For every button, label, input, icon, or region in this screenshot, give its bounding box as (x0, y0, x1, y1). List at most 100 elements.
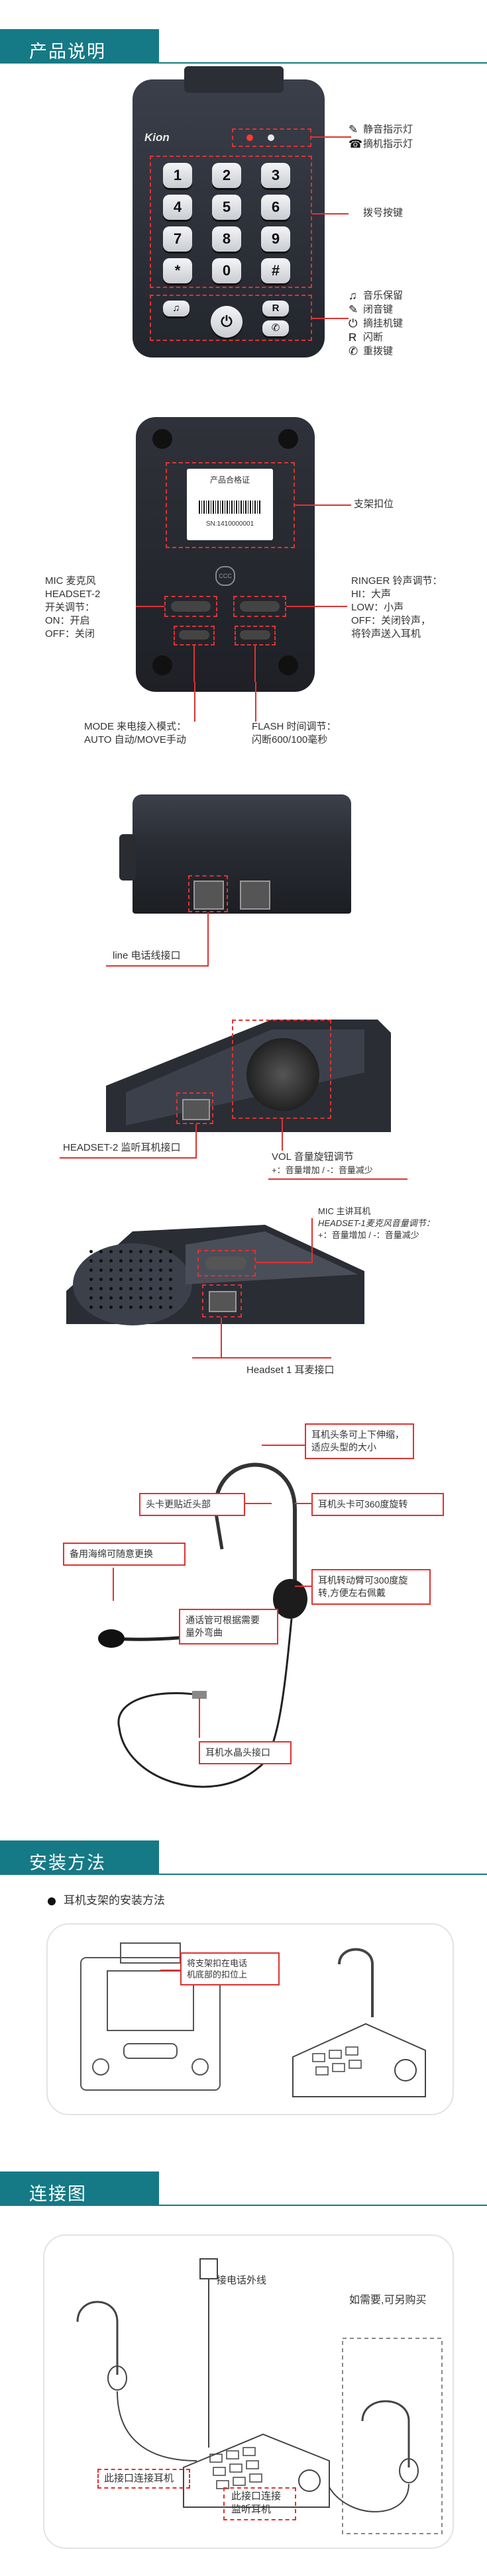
keypad-key-8[interactable]: 8 (212, 226, 241, 252)
bracket-highlight-box (166, 462, 295, 548)
grill-hole (159, 1250, 162, 1253)
header-bar (0, 1840, 159, 1875)
grill-hole (119, 1259, 123, 1263)
headset-drawing (98, 1462, 307, 1788)
keypad-key-9[interactable]: 9 (261, 226, 290, 252)
grill-hole (169, 1296, 172, 1300)
grill-hole (149, 1287, 152, 1290)
grill-hole (149, 1250, 152, 1253)
power-icon: ⏻ (349, 317, 358, 330)
hook-key[interactable]: ⏻ (211, 306, 243, 338)
grill-hole (99, 1306, 103, 1309)
headset-port (240, 881, 270, 910)
keypad-key-hash[interactable]: # (261, 258, 290, 283)
grill-hole (129, 1306, 133, 1309)
keypad-key-star[interactable]: * (163, 258, 192, 283)
grill-hole (169, 1287, 172, 1290)
grill-hole (129, 1296, 133, 1300)
grill-hole (129, 1259, 133, 1263)
band-leader (262, 1445, 305, 1446)
dial-keys-box (150, 156, 312, 288)
mic-switch-line: 开关调节： (45, 602, 95, 613)
ringer-switch (240, 601, 280, 612)
label-bracket: 支架扣位 (354, 499, 394, 510)
label-port2: 此接口连接 (231, 2491, 282, 2502)
rubber-foot (278, 655, 298, 675)
keypad-key-7[interactable]: 7 (163, 226, 192, 252)
grill-hole (99, 1287, 103, 1290)
keypad-key-2[interactable]: 2 (212, 163, 241, 188)
header-underline (159, 1874, 487, 1875)
callout-line: 耳机头条可上下伸缩， (311, 1429, 404, 1440)
grill-hole (119, 1287, 123, 1290)
function-leader-line (312, 318, 349, 319)
keypad-key-0[interactable]: 0 (212, 258, 241, 283)
grill-hole (139, 1287, 142, 1290)
grill-hole (89, 1250, 93, 1253)
mode-label: MODE 来电接入模式： (84, 721, 187, 732)
music-note-icon: ♫ (349, 289, 357, 302)
volume-knob-side (119, 834, 136, 881)
line-port (193, 881, 224, 910)
keypad-key-1[interactable]: 1 (163, 163, 192, 188)
grill-hole (99, 1259, 103, 1263)
flash-leader-line (254, 645, 256, 682)
crystal-leader (199, 1698, 200, 1738)
grill-hole (89, 1296, 93, 1300)
grill-hole (109, 1306, 113, 1309)
grill-hole (109, 1287, 113, 1290)
serial-number: SN:1410000001 (205, 520, 254, 528)
mic-mute-icon: ✎ (349, 123, 358, 136)
mode-leader-vertical (194, 682, 195, 722)
label-vol: VOL 音量旋钮调节 (272, 1151, 354, 1163)
keypad-key-6[interactable]: 6 (261, 195, 290, 220)
ringer-line: RINGER 铃声调节： (351, 575, 443, 587)
function-keys-box (150, 295, 312, 341)
mic-volume-box (197, 1250, 256, 1276)
grill-hole (119, 1250, 123, 1253)
label-headset1-port: Headset 1 耳麦接口 (246, 1364, 335, 1376)
grill-hole (159, 1287, 162, 1290)
rotate360-leader (295, 1503, 311, 1504)
redial-key[interactable]: ✆ (262, 320, 289, 336)
line-leader-h (106, 965, 209, 967)
rubber-foot (152, 429, 172, 449)
callout-line: 转,方便左右佩戴 (318, 1588, 386, 1598)
section-header-install: 安装方法 (0, 1840, 487, 1875)
flash-switch (240, 630, 270, 640)
grill-hole (109, 1296, 113, 1300)
mode-leader-line (193, 645, 195, 682)
callout-sponge: 备用海绵可随意更换 (63, 1543, 186, 1566)
dial-leader-line (312, 213, 349, 215)
keypad-key-5[interactable]: 5 (212, 195, 241, 220)
grill-hole (149, 1306, 152, 1309)
music-hold-key[interactable]: ♫ (163, 301, 189, 316)
callout-line: 适应头型的大小 (311, 1442, 376, 1453)
grill-hole (139, 1278, 142, 1281)
callout-line: 通话管可根据需要 (186, 1615, 260, 1625)
ringer-line: OFF：关闭铃声， (351, 615, 431, 626)
grill-hole (89, 1259, 93, 1263)
rotate300-leader (295, 1586, 311, 1587)
keypad-key-4[interactable]: 4 (163, 195, 192, 220)
grill-hole (119, 1268, 123, 1272)
led-highlight-box (232, 128, 311, 147)
header-bar (0, 29, 159, 64)
header-bar (0, 2171, 159, 2206)
mute-led (246, 134, 253, 141)
ringer-switch-box (233, 596, 286, 617)
mode-label-line2: AUTO 自动/MOVE手动 (84, 734, 186, 745)
r-icon: R (349, 331, 357, 344)
grill-hole (99, 1296, 103, 1300)
grill-hole (99, 1250, 103, 1253)
led-leader-line (311, 136, 351, 138)
mic-switch-line: HEADSET-2 (45, 589, 101, 600)
grill-hole (159, 1306, 162, 1309)
grill-hole (169, 1306, 172, 1309)
keypad-key-3[interactable]: 3 (261, 163, 290, 188)
label-flash: 闪断 (363, 332, 384, 343)
flash-key[interactable]: R (262, 301, 289, 316)
headset1-port-box (202, 1284, 242, 1317)
brand-logo: Kion (144, 131, 170, 144)
mic-leader-line (136, 606, 164, 607)
